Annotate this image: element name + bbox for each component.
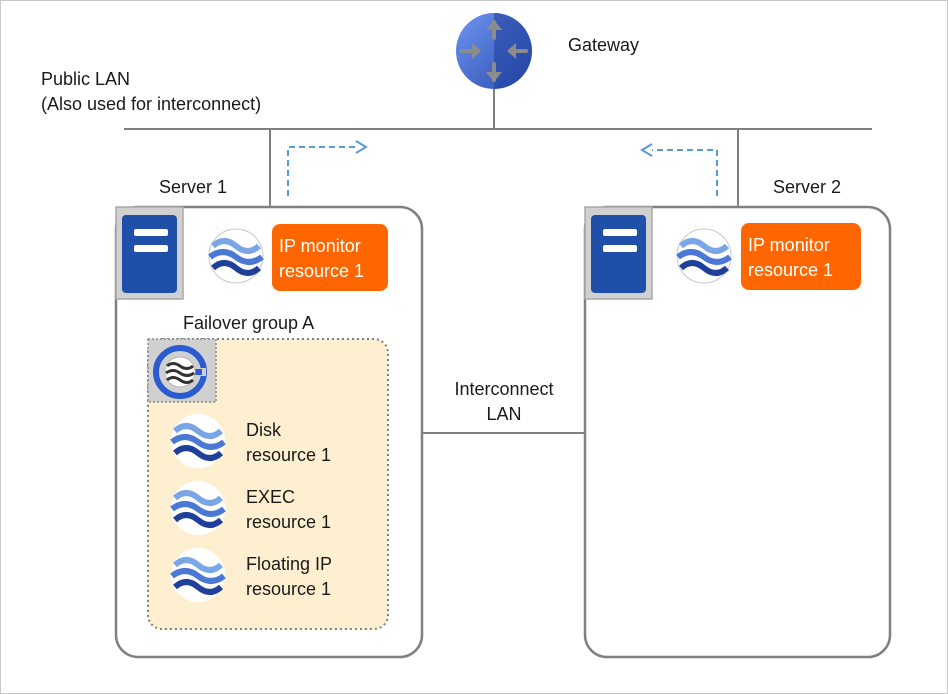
ip-monitor-2-label: IP monitor <box>748 235 830 255</box>
exec-resource-icon <box>170 481 226 535</box>
public-lan-sublabel: (Also used for interconnect) <box>41 94 261 114</box>
server2-label: Server 2 <box>773 177 841 197</box>
monitor-arrow-2 <box>640 143 718 196</box>
floating-ip-resource-label: Floating IP <box>246 554 332 574</box>
public-lan-label: Public LAN <box>41 69 130 89</box>
ip-monitor-2-sublabel: resource 1 <box>748 260 833 280</box>
gateway-icon <box>456 13 532 89</box>
disk-resource-icon <box>170 414 226 468</box>
ip-monitor-2-badge <box>741 223 861 290</box>
interconnect-label: Interconnect <box>454 379 553 399</box>
ip-monitor-2-icon <box>676 228 732 284</box>
disk-resource-sublabel: resource 1 <box>246 445 331 465</box>
server2-icon <box>584 206 653 300</box>
monitor-arrow-1 <box>287 140 368 196</box>
ip-monitor-1-icon <box>208 228 264 284</box>
failover-group-label: Failover group A <box>183 313 314 333</box>
exec-resource-sublabel: resource 1 <box>246 512 331 532</box>
server2-box <box>583 205 892 659</box>
floating-ip-resource-icon <box>170 548 226 602</box>
server1-label: Server 1 <box>159 177 227 197</box>
gateway-label: Gateway <box>568 35 639 55</box>
server1-icon <box>115 206 184 300</box>
ip-monitor-1-sublabel: resource 1 <box>279 261 364 281</box>
ip-monitor-1-label: IP monitor <box>279 236 361 256</box>
exec-resource-label: EXEC <box>246 487 295 507</box>
ip-monitor-1-badge <box>272 224 388 291</box>
interconnect-sublabel: LAN <box>486 404 521 424</box>
failover-group-icon <box>147 338 217 403</box>
floating-ip-resource-sublabel: resource 1 <box>246 579 331 599</box>
disk-resource-label: Disk <box>246 420 282 440</box>
